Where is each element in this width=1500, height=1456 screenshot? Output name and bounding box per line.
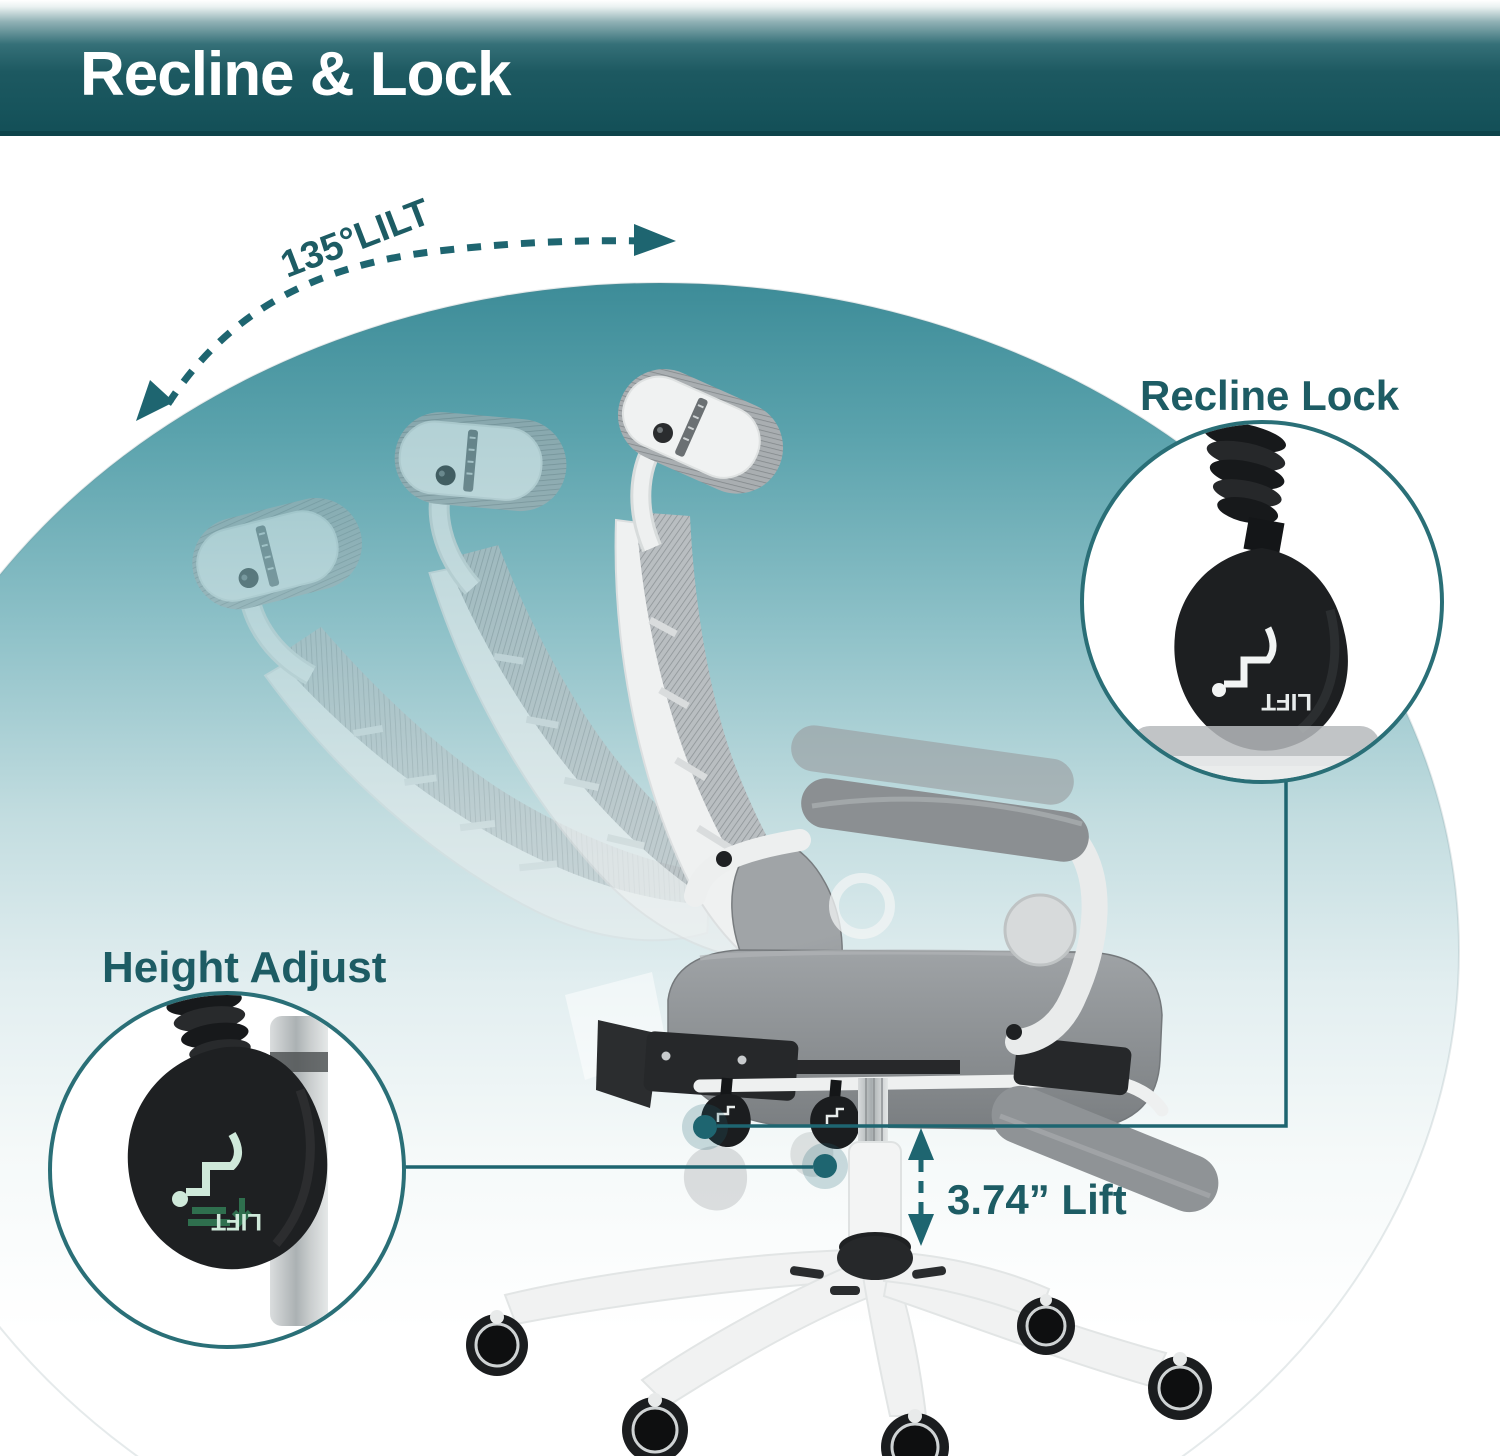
height-lever xyxy=(810,1079,860,1150)
header-bar: Recline & Lock xyxy=(0,0,1500,136)
ghost-armrest-pad xyxy=(791,725,1074,805)
lever-lift-text: LIFT xyxy=(1261,688,1312,715)
caster-wheels xyxy=(466,1294,1212,1456)
connector-dot xyxy=(813,1154,837,1178)
height-adjust-lever-photo: LIFT xyxy=(127,995,328,1326)
tilt-label: 135°LILT xyxy=(275,191,436,286)
base-hub xyxy=(837,1236,913,1280)
page-title: Recline & Lock xyxy=(80,40,512,109)
connector-dot xyxy=(693,1115,717,1139)
armrest xyxy=(684,725,1108,1055)
armrest-pivot-disc xyxy=(1003,893,1077,967)
recline-lock-lever-photo: LIFT xyxy=(1130,424,1380,780)
connector-recline-lock xyxy=(682,780,1288,1150)
recline-lock-callout: LIFT xyxy=(1080,420,1444,784)
base-leg-pads xyxy=(789,1266,947,1295)
recline-lock-label: Recline Lock xyxy=(1140,372,1400,419)
footrest xyxy=(693,1036,1219,1213)
tilt-arrowhead-right xyxy=(634,224,676,256)
tilt-arrowhead-left xyxy=(136,380,174,421)
height-adjust-label: Height Adjust xyxy=(102,943,387,992)
ghost-lever xyxy=(683,1146,748,1211)
connector-height-adjust xyxy=(404,1143,848,1189)
office-chair-illustration xyxy=(153,343,1219,1456)
lever-lift-text: LIFT xyxy=(211,1208,262,1235)
tilt-arc xyxy=(136,224,676,421)
lift-arrow xyxy=(908,1128,934,1246)
height-adjust-callout: LIFT xyxy=(48,991,406,1349)
lift-label: 3.74” Lift xyxy=(947,1176,1127,1223)
ghost-armrest-pivot xyxy=(829,873,895,939)
